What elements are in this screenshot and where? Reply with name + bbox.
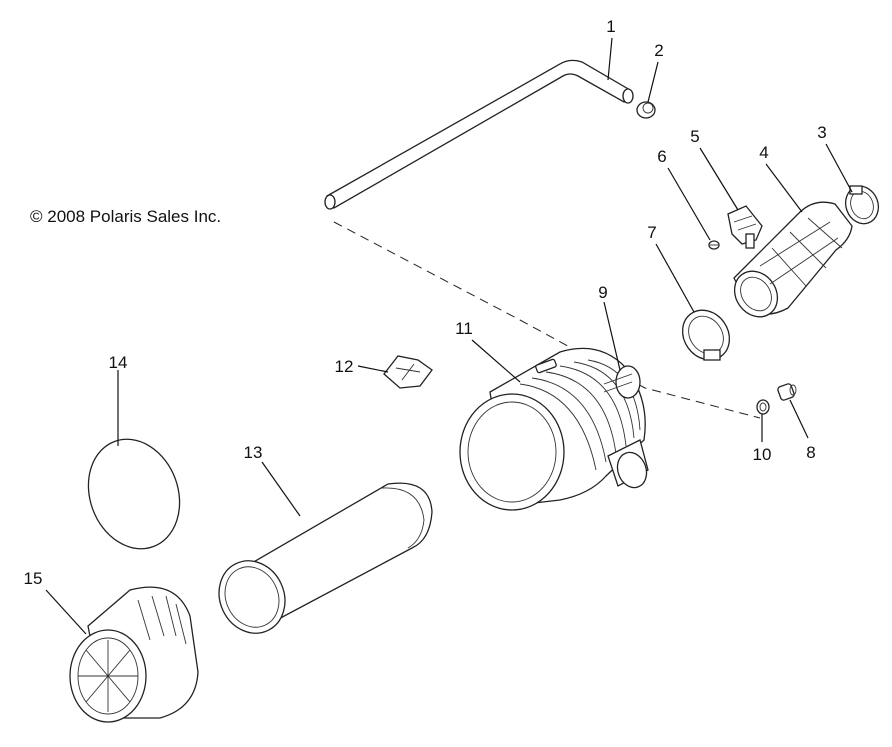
leader-13	[261, 461, 301, 517]
leader-7	[655, 243, 695, 313]
callout-6: 6	[657, 147, 666, 166]
part-4-intake-duct	[733, 201, 853, 318]
leader-3	[825, 143, 853, 193]
part-11-air-box	[459, 347, 649, 511]
part-8-plug	[777, 383, 797, 401]
part-6-screw	[708, 240, 720, 250]
part-3-clamp	[844, 185, 880, 225]
callout-12: 12	[335, 357, 354, 376]
leader-15	[45, 589, 87, 635]
part-14-gasket	[87, 438, 181, 550]
leader-2	[647, 61, 659, 103]
callout-4: 4	[759, 143, 768, 162]
callout-14: 14	[109, 353, 128, 372]
leader-9	[603, 301, 621, 371]
part-2-cap	[636, 101, 656, 119]
callout-13: 13	[244, 443, 263, 462]
callout-9: 9	[598, 283, 607, 302]
callout-11: 11	[455, 319, 473, 338]
leader-4	[765, 163, 803, 213]
callout-3: 3	[817, 123, 826, 142]
callout-8: 8	[806, 443, 815, 462]
part-7-clamp	[681, 309, 731, 361]
part-13-filter-element	[218, 482, 433, 634]
leader-1	[607, 37, 613, 81]
part-5-sensor	[727, 205, 763, 249]
leader-6	[667, 167, 711, 241]
part-10-fitting	[756, 399, 770, 415]
callout-15: 15	[24, 569, 43, 588]
copyright-text: © 2008 Polaris Sales Inc.	[30, 207, 221, 226]
part-1-breather-hose	[324, 59, 634, 210]
leader-lines	[45, 37, 853, 635]
callout-1: 1	[606, 17, 615, 36]
callout-2: 2	[654, 41, 663, 60]
leader-12	[357, 365, 389, 373]
leader-11	[471, 339, 521, 383]
callout-10: 10	[753, 445, 772, 464]
callout-7: 7	[647, 223, 656, 242]
part-15-cover	[69, 586, 199, 723]
leader-8	[789, 399, 809, 439]
part-12-clip	[383, 355, 433, 389]
callouts: 1 2 3 4 5 6 7 8 9 10 11 12 13 14 15	[24, 17, 827, 588]
assembly-dashed-line	[333, 221, 761, 419]
callout-5: 5	[690, 127, 699, 146]
leader-5	[699, 147, 739, 211]
